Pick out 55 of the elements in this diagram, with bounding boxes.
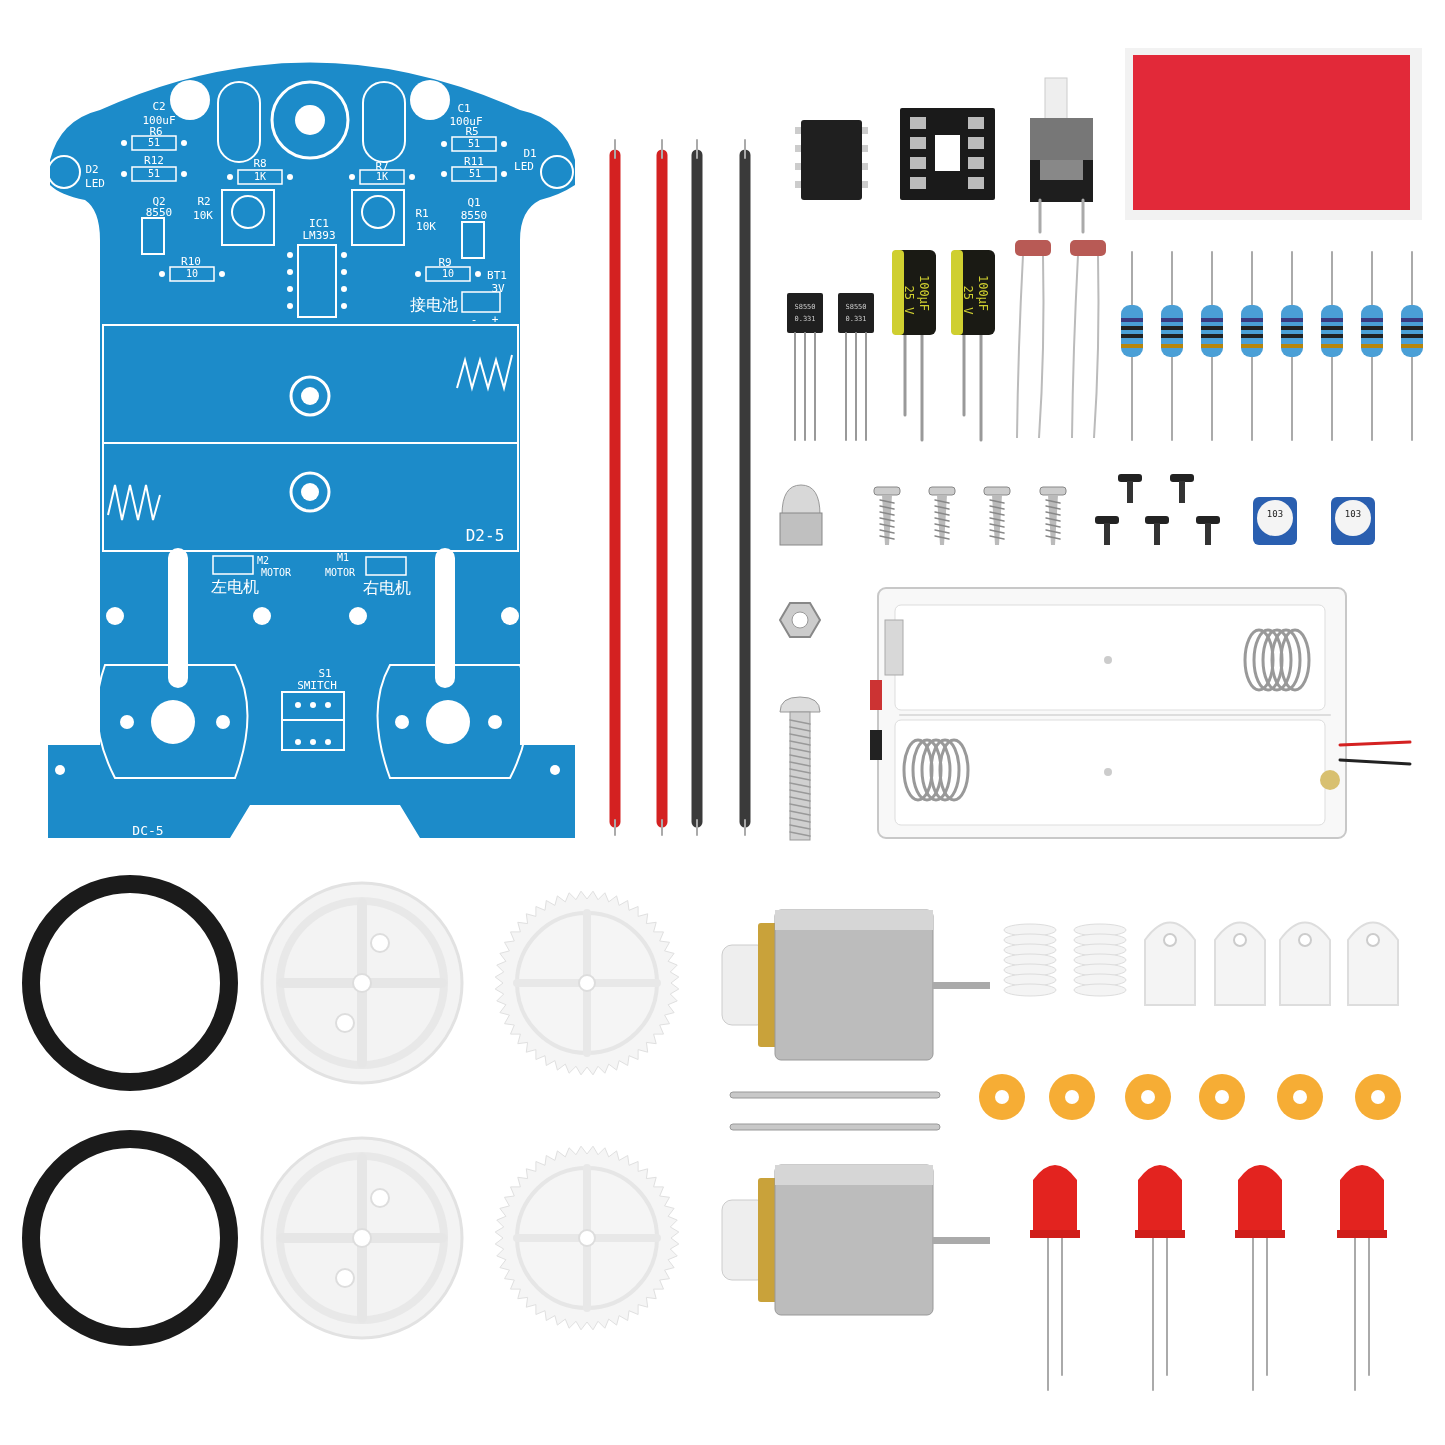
pcb-label: 100uF — [449, 115, 483, 127]
pcb-label: BT1 — [487, 269, 507, 281]
pcb-label: C1 — [457, 102, 471, 114]
pcb-label: 1K — [254, 172, 266, 182]
capacitor-marking: 100µF — [977, 274, 989, 312]
pcb-label: DC-5 — [132, 823, 164, 837]
pcb-label: R5 — [465, 125, 479, 137]
pcb-label: 51 — [469, 169, 481, 179]
pcb-label: 8550 — [145, 206, 173, 218]
pcb-label: R9 — [438, 256, 452, 268]
capacitor-marking: 25 V — [962, 285, 974, 315]
pcb-label: R12 — [144, 154, 164, 166]
pcb-label: 10 — [186, 269, 198, 279]
pcb-label: MOTOR — [324, 568, 356, 578]
pcb-label: 接电池 — [409, 296, 459, 314]
pcb-label: 10 — [442, 269, 454, 279]
pcb-label: 51 — [468, 139, 480, 149]
pcb-label: M1 — [337, 553, 349, 563]
pcb-label: IC1 — [309, 217, 329, 229]
pcb-label: Q1 — [467, 196, 481, 208]
pcb-label: + — [491, 313, 499, 325]
part-marking: 103 — [1266, 509, 1284, 519]
pcb-label: 右电机 — [362, 579, 412, 597]
pcb-label: 100uF — [142, 114, 176, 126]
pcb-label: LED — [514, 160, 534, 172]
pcb-label: 8550 — [460, 209, 488, 221]
pcb-label: MOTOR — [260, 568, 292, 578]
pcb-label: C2 — [152, 100, 166, 112]
pcb-label: 51 — [148, 169, 160, 179]
part-marking: 103 — [1344, 509, 1362, 519]
capacitor-marking: 25 V — [903, 285, 915, 315]
pcb-label: D2 — [85, 163, 99, 175]
pcb-label: 1K — [376, 172, 388, 182]
pcb-label: D2-5 — [465, 528, 505, 544]
pcb-label: D1 — [523, 147, 537, 159]
pcb-label: LM393 — [302, 229, 336, 241]
pcb-label: R1 — [415, 207, 429, 219]
capacitor-marking: 100µF — [918, 274, 930, 312]
pcb-label: R2 — [197, 195, 211, 207]
pcb-label: M2 — [257, 556, 269, 566]
pcb-label: 左电机 — [210, 578, 260, 596]
pcb-label: S1 — [318, 667, 332, 679]
pcb-label: R7 — [375, 160, 389, 172]
pcb-label: R10 — [181, 255, 201, 267]
pcb-label: SMITCH — [297, 679, 337, 691]
pcb-label: R8 — [253, 157, 267, 169]
pcb-label: R6 — [149, 125, 163, 137]
pcb-label: 10K — [193, 209, 213, 221]
pcb-label: 51 — [148, 138, 160, 148]
pcb-label: LED — [85, 177, 105, 189]
pcb-label: 10K — [416, 220, 436, 232]
pcb-label: - — [470, 313, 478, 325]
pcb-label: 3V — [491, 282, 505, 294]
pcb-label: R11 — [464, 155, 484, 167]
pcb-label: Q2 — [152, 195, 166, 207]
